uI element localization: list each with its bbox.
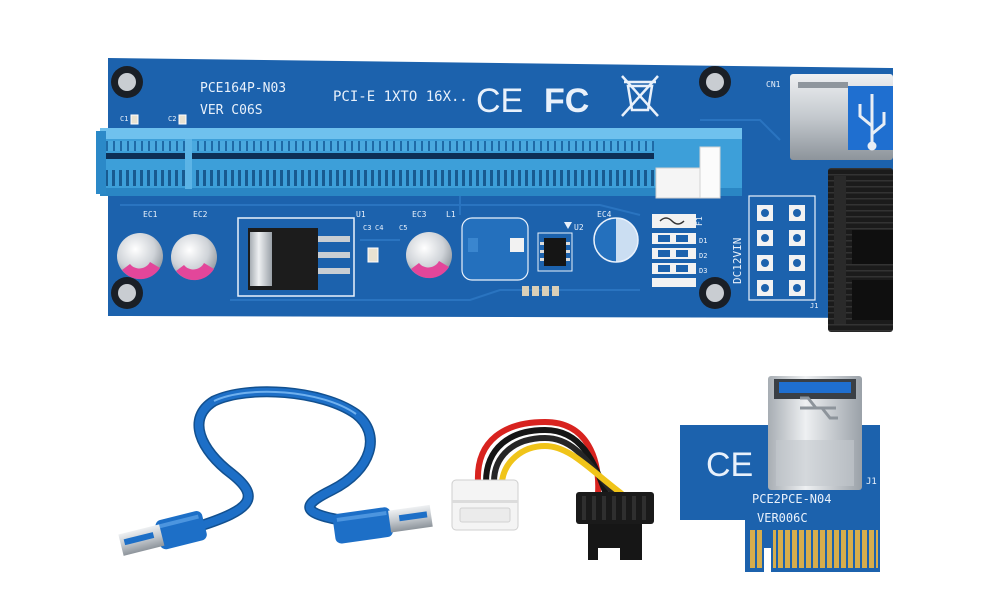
weee-bin-icon [621, 75, 659, 117]
usb-port-adapter-insert [779, 382, 851, 393]
capacitor-c3-c4 [367, 247, 379, 263]
ce-mark: CE [476, 82, 523, 120]
capacitor-ec2 [171, 234, 217, 281]
mounting-hole-top-right [699, 66, 731, 98]
slot-latch-tab [699, 146, 721, 199]
pcb-traces [120, 119, 781, 301]
mounting-hole-bottom-left [111, 277, 143, 309]
adapter-ce-mark: CE [706, 446, 753, 484]
label-cn1: CN1 [766, 80, 781, 89]
pcie-key-notch [764, 548, 771, 573]
controller-chip-u2 [537, 232, 573, 272]
sata-connector [576, 492, 654, 560]
riser-board: PCE164P-N03 VER C06S PCI-E 1XTO 16X.. CE… [96, 58, 893, 332]
label-j1: J1 [810, 302, 818, 310]
label-d2: D2 [699, 252, 707, 260]
smd-resistor-row [522, 286, 559, 296]
inductor-l1-footprint [461, 217, 529, 281]
molex-to-sata-adapter [451, 418, 654, 560]
label-u1: U1 [356, 210, 366, 219]
label-dc12vin: DC12VIN [731, 238, 744, 284]
label-ec1: EC1 [143, 210, 158, 219]
adapter-version-label: VER006C [757, 511, 808, 525]
label-c4: C4 [375, 224, 383, 232]
slot-latch-base [655, 167, 703, 199]
fcc-mark: FC [544, 82, 589, 120]
adapter-model-label: PCE2PCE-N04 [752, 492, 831, 506]
cable-outline [193, 386, 376, 532]
capacitor-ec4-footprint [593, 217, 639, 263]
label-ec4: EC4 [597, 210, 612, 219]
label-l1: L1 [446, 210, 456, 219]
wire-yellow [499, 442, 624, 497]
usb-plug-left [118, 511, 207, 556]
voltage-regulator-u1 [237, 217, 355, 297]
capacitor-ec3 [406, 232, 452, 279]
sata-power-connector [828, 168, 893, 332]
mounting-hole-top-left [111, 66, 143, 98]
molex-connector [451, 479, 519, 531]
label-ec2: EC2 [193, 210, 208, 219]
label-f1: F1 [695, 216, 704, 226]
capacitor-c1 [130, 114, 139, 125]
adapter-board: CE PCE2PCE-N04 VER006C J1 [680, 376, 880, 573]
molex-power-pads [748, 195, 816, 301]
gold-fingers-long [773, 530, 878, 568]
fuse-f1 [652, 214, 696, 228]
pcie-x16-slot [96, 128, 742, 199]
mounting-hole-bottom-right [699, 277, 731, 309]
slot-lower-ribs [106, 170, 654, 186]
usb-logo-icon [858, 94, 886, 151]
diode-array [652, 233, 696, 287]
slot-left-cap [96, 131, 106, 194]
gold-fingers-short [748, 530, 762, 568]
label-d1: D1 [699, 237, 707, 245]
usb-port-adapter [768, 376, 862, 490]
riser-model-label: PCE164P-N03 [200, 81, 286, 96]
usb-port-riser [790, 74, 893, 160]
label-ec3: EC3 [412, 210, 427, 219]
usb-logo-icon [800, 396, 838, 420]
usb-cable [118, 386, 433, 556]
riser-description-label: PCI-E 1XTO 16X.. [333, 89, 468, 105]
capacitor-ec1 [117, 233, 163, 280]
slot-upper-contacts [106, 141, 654, 151]
pin1-marker [564, 222, 572, 229]
label-c3: C3 [363, 224, 371, 232]
label-c5: C5 [399, 224, 407, 232]
label-c1: C1 [120, 115, 128, 123]
label-u2: U2 [574, 223, 584, 232]
label-c2: C2 [168, 115, 176, 123]
adapter-label-j1: J1 [866, 477, 877, 487]
slot-base [100, 188, 742, 196]
cable-highlight [213, 390, 357, 415]
capacitor-c2 [178, 114, 187, 125]
slot-key [185, 139, 192, 189]
slot-top-lip [100, 128, 742, 139]
usb-plug-right [332, 504, 433, 544]
riser-version-label: VER C06S [200, 103, 263, 118]
label-d3: D3 [699, 267, 707, 275]
slot-opening [106, 153, 654, 159]
